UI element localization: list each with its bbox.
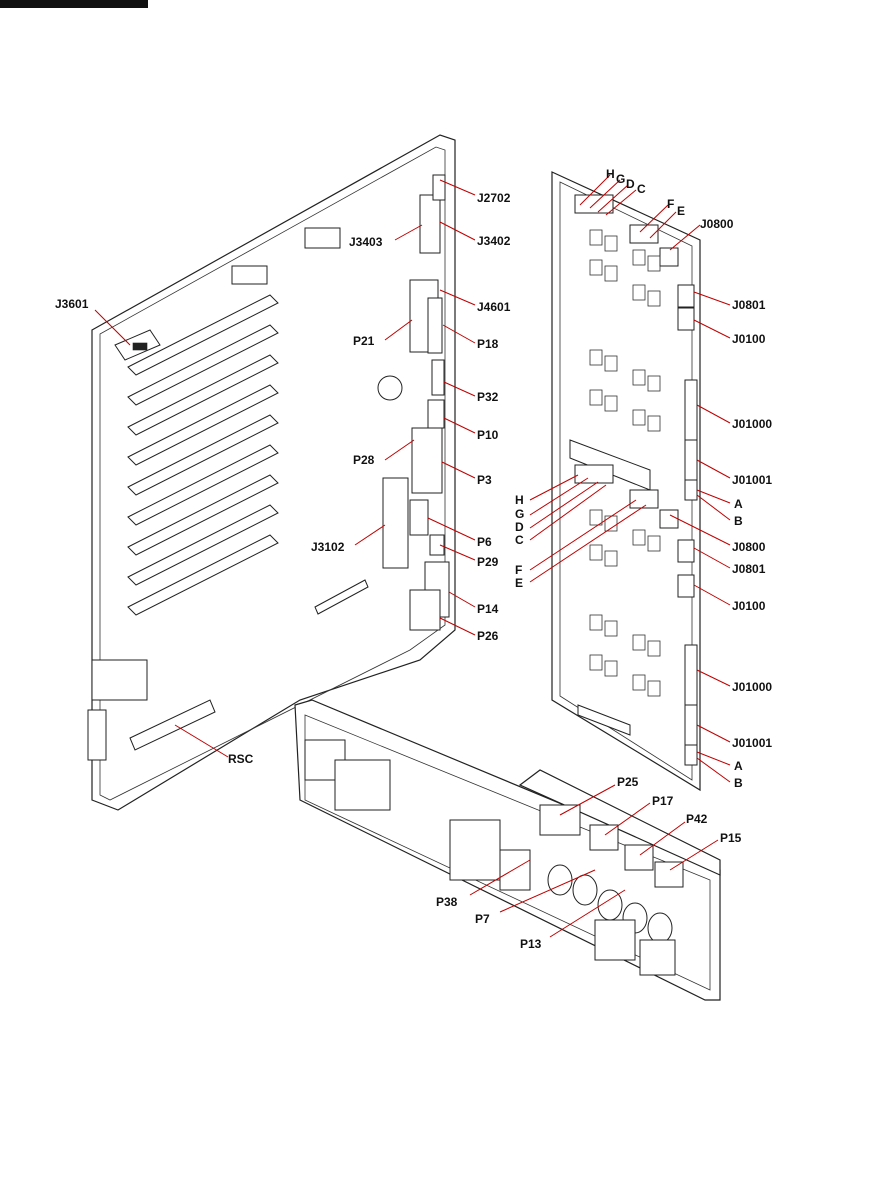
label-p42: P42 — [686, 812, 708, 826]
label-p17: P17 — [652, 794, 674, 808]
label-j3601: J3601 — [55, 297, 89, 311]
label-b1-h: H — [606, 167, 615, 181]
header-bar — [0, 0, 148, 8]
label-p10: P10 — [477, 428, 499, 442]
label-b2-e: E — [515, 576, 523, 590]
label-b2-j0800: J0800 — [732, 540, 766, 554]
main-board — [87, 134, 456, 811]
leader-lines — [94, 174, 731, 938]
p28-connector — [411, 427, 443, 494]
label-rsc: RSC — [228, 752, 254, 766]
label-b2-j0801: J0801 — [732, 562, 766, 576]
label-b2-j0100: J0100 — [732, 599, 766, 613]
label-b1-a: A — [734, 497, 743, 511]
label-b2-d: D — [515, 520, 524, 534]
label-b1-j0100: J0100 — [732, 332, 766, 346]
p6-connector — [409, 499, 429, 536]
label-b2-c: C — [515, 533, 524, 547]
label-b2-j01001: J01001 — [732, 736, 772, 750]
label-b2-j01000: J01000 — [732, 680, 772, 694]
callout-labels: J2702 J3403 J3402 J3601 J4601 P21 P18 P3… — [55, 167, 772, 951]
p32-connector — [431, 359, 445, 396]
label-p13: P13 — [520, 937, 542, 951]
label-p7: P7 — [475, 912, 490, 926]
label-b1-c: C — [637, 182, 646, 196]
j3102-connector — [382, 477, 409, 569]
label-b1-g: G — [616, 172, 625, 186]
label-b1-e: E — [677, 204, 685, 218]
label-p29: P29 — [477, 555, 499, 569]
label-b2-f: F — [515, 563, 522, 577]
p26-connector — [409, 589, 441, 631]
backplane — [551, 171, 701, 792]
label-b1-f: F — [667, 197, 674, 211]
rsc-connector — [129, 699, 216, 751]
label-p21: P21 — [353, 334, 375, 348]
p17-connector — [589, 824, 619, 851]
pci-slots — [127, 294, 279, 616]
label-j3102: J3102 — [311, 540, 345, 554]
label-p14: P14 — [477, 602, 499, 616]
label-j3403: J3403 — [349, 235, 383, 249]
label-b1-d: D — [626, 177, 635, 191]
label-b1-j0801: J0801 — [732, 298, 766, 312]
label-b1-j0800: J0800 — [700, 217, 734, 231]
label-b2-a: A — [734, 759, 743, 773]
label-p28: P28 — [353, 453, 375, 467]
label-b1-j01001: J01001 — [732, 473, 772, 487]
p10-connector — [427, 399, 445, 429]
label-p15: P15 — [720, 831, 742, 845]
j2702-connector — [432, 174, 446, 201]
label-j4601: J4601 — [477, 300, 511, 314]
label-p32: P32 — [477, 390, 499, 404]
label-p3: P3 — [477, 473, 492, 487]
label-p26: P26 — [477, 629, 499, 643]
power-board — [294, 699, 721, 1001]
label-b1-b: B — [734, 514, 743, 528]
p29-connector — [429, 534, 445, 556]
p42-connector — [624, 844, 654, 871]
label-b2-b: B — [734, 776, 743, 790]
label-p38: P38 — [436, 895, 458, 909]
battery — [377, 375, 403, 401]
label-j3402: J3402 — [477, 234, 511, 248]
p25-connector — [539, 804, 581, 836]
label-p6: P6 — [477, 535, 492, 549]
label-b1-j01000: J01000 — [732, 417, 772, 431]
label-b2-h: H — [515, 493, 524, 507]
label-b2-g: G — [515, 507, 524, 521]
label-p18: P18 — [477, 337, 499, 351]
label-p25: P25 — [617, 775, 639, 789]
p15-connector — [654, 861, 684, 888]
j3403-connector — [419, 194, 441, 254]
label-j2702: J2702 — [477, 191, 511, 205]
